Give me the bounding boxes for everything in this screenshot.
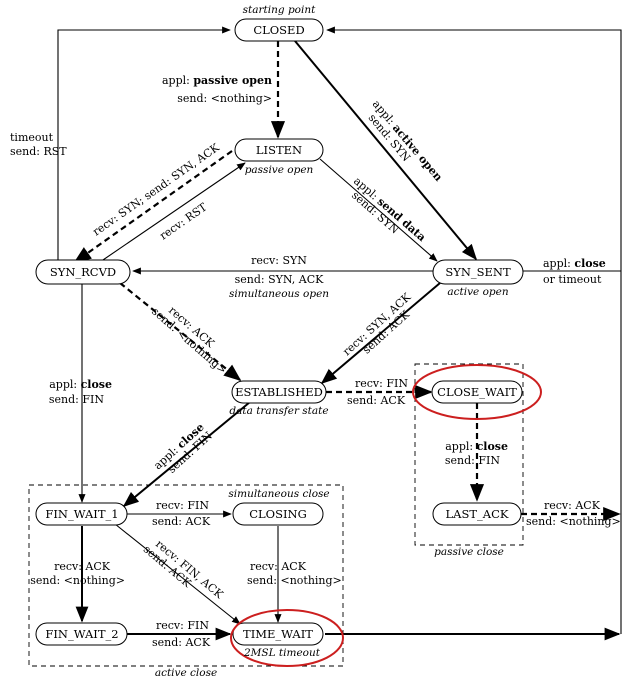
state-fin-wait-1-label: FIN_WAIT_1 xyxy=(45,507,118,521)
state-close-wait-label: CLOSE_WAIT xyxy=(437,385,517,399)
label-simopen-2: send: SYN, ACK xyxy=(235,273,325,286)
state-time-wait: TIME_WAIT xyxy=(232,622,324,646)
label-est-fin1: appl: close send: FIN xyxy=(151,421,215,476)
label-closewait-lastack-1: appl: close xyxy=(445,440,508,453)
state-syn-rcvd-label: SYN_RCVD xyxy=(50,265,116,279)
label-closing-timewait-1: recv: ACK xyxy=(250,560,307,573)
state-established-label: ESTABLISHED xyxy=(235,385,323,399)
label-lastack-closed-2: send: <nothing> xyxy=(526,515,621,528)
edge-outer-closed xyxy=(326,26,622,634)
state-syn-rcvd: SYN_RCVD xyxy=(35,259,131,285)
label-closing-timewait-2: send: <nothing> xyxy=(247,574,342,587)
label-est-closewait-1: recv: FIN xyxy=(355,377,408,390)
edge-synrcvd-closed xyxy=(57,26,231,261)
label-fin1-fin2-1: recv: ACK xyxy=(54,560,111,573)
label-timeout-2: send: RST xyxy=(10,145,67,158)
label-synrcvd-fin1-2: send: FIN xyxy=(49,393,104,406)
label-fin1-fin2-2: send: <nothing> xyxy=(30,574,125,587)
label-synsent-close-1: appl: close xyxy=(543,257,606,270)
state-close-wait: CLOSE_WAIT xyxy=(431,380,523,404)
label-closed-synsent: appl: active open send: SYN xyxy=(366,98,445,184)
label-closed-listen-2: send: <nothing> xyxy=(177,92,272,105)
label-fin1-closing-2: send: ACK xyxy=(152,515,211,528)
label-fin1-closing-1: recv: FIN xyxy=(156,499,209,512)
label-synsent-est: recv: SYN, ACK send: ACK xyxy=(340,290,414,358)
edge-listen-synrcvd xyxy=(73,150,233,264)
state-syn-sent: SYN_SENT xyxy=(432,259,524,285)
state-time-wait-label: TIME_WAIT xyxy=(243,627,313,641)
edge-established-finwait1 xyxy=(122,401,251,508)
state-listen: LISTEN xyxy=(234,138,324,162)
passive-close-region xyxy=(414,363,524,546)
label-fin1-timewait: recv: FIN, ACK send: ACK xyxy=(141,537,226,601)
state-syn-sent-label: SYN_SENT xyxy=(445,265,511,279)
state-listen-label: LISTEN xyxy=(256,143,302,157)
2msl-timeout-note: 2MSL timeout xyxy=(243,647,321,659)
active-open-note: active open xyxy=(447,286,508,298)
label-est-closewait-2: send: ACK xyxy=(347,394,406,407)
state-closing: CLOSING xyxy=(232,502,324,526)
label-synsent-close-2: or timeout xyxy=(543,273,602,286)
starting-point-note: starting point xyxy=(243,4,316,16)
svg-text:appl: active open: appl: active open xyxy=(370,98,445,184)
simultaneous-open-note: simultaneous open xyxy=(229,288,329,300)
label-simopen-1: recv: SYN xyxy=(251,254,307,267)
simultaneous-close-note: simultaneous close xyxy=(228,488,329,500)
active-close-region xyxy=(28,484,344,667)
passive-close-note: passive close xyxy=(434,546,504,558)
label-synrcvd-listen: recv: RST xyxy=(157,200,210,242)
label-fin2-timewait-1: recv: FIN xyxy=(156,619,209,632)
label-synrcvd-est: recv: ACK send: <nothing> xyxy=(149,304,229,377)
label-closewait-lastack-2: send: FIN xyxy=(445,454,500,467)
label-synrcvd-fin1-1: appl: close xyxy=(49,378,112,391)
svg-text:recv: RST: recv: RST xyxy=(157,200,210,242)
close-wait-highlight xyxy=(412,364,542,420)
state-closed-label: CLOSED xyxy=(253,23,304,37)
edge-synsent-established xyxy=(320,282,441,385)
edge-finwait1-timewait xyxy=(114,523,241,625)
label-closed-listen-1: appl: passive open xyxy=(162,74,272,87)
active-close-note: active close xyxy=(155,667,217,679)
state-closed: CLOSED xyxy=(234,18,324,42)
time-wait-highlight xyxy=(230,609,344,667)
state-fin-wait-1: FIN_WAIT_1 xyxy=(35,502,128,526)
data-transfer-state-note: data transfer state xyxy=(229,405,328,417)
label-fin2-timewait-2: send: ACK xyxy=(152,636,211,649)
state-last-ack-label: LAST_ACK xyxy=(446,507,509,521)
edge-synrcvd-established xyxy=(119,282,242,382)
label-timeout-1: timeout xyxy=(10,131,54,144)
edge-closed-synsent xyxy=(294,40,478,261)
edge-listen-synsent xyxy=(319,158,438,262)
edge-synrcvd-listen xyxy=(99,162,246,263)
state-fin-wait-2-label: FIN_WAIT_2 xyxy=(45,627,118,641)
label-lastack-closed-1: recv: ACK xyxy=(544,499,601,512)
state-last-ack: LAST_ACK xyxy=(432,502,522,526)
passive-open-note: passive open xyxy=(245,164,314,176)
state-fin-wait-2: FIN_WAIT_2 xyxy=(35,622,128,646)
state-established: ESTABLISHED xyxy=(231,380,327,404)
state-closing-label: CLOSING xyxy=(249,507,307,521)
